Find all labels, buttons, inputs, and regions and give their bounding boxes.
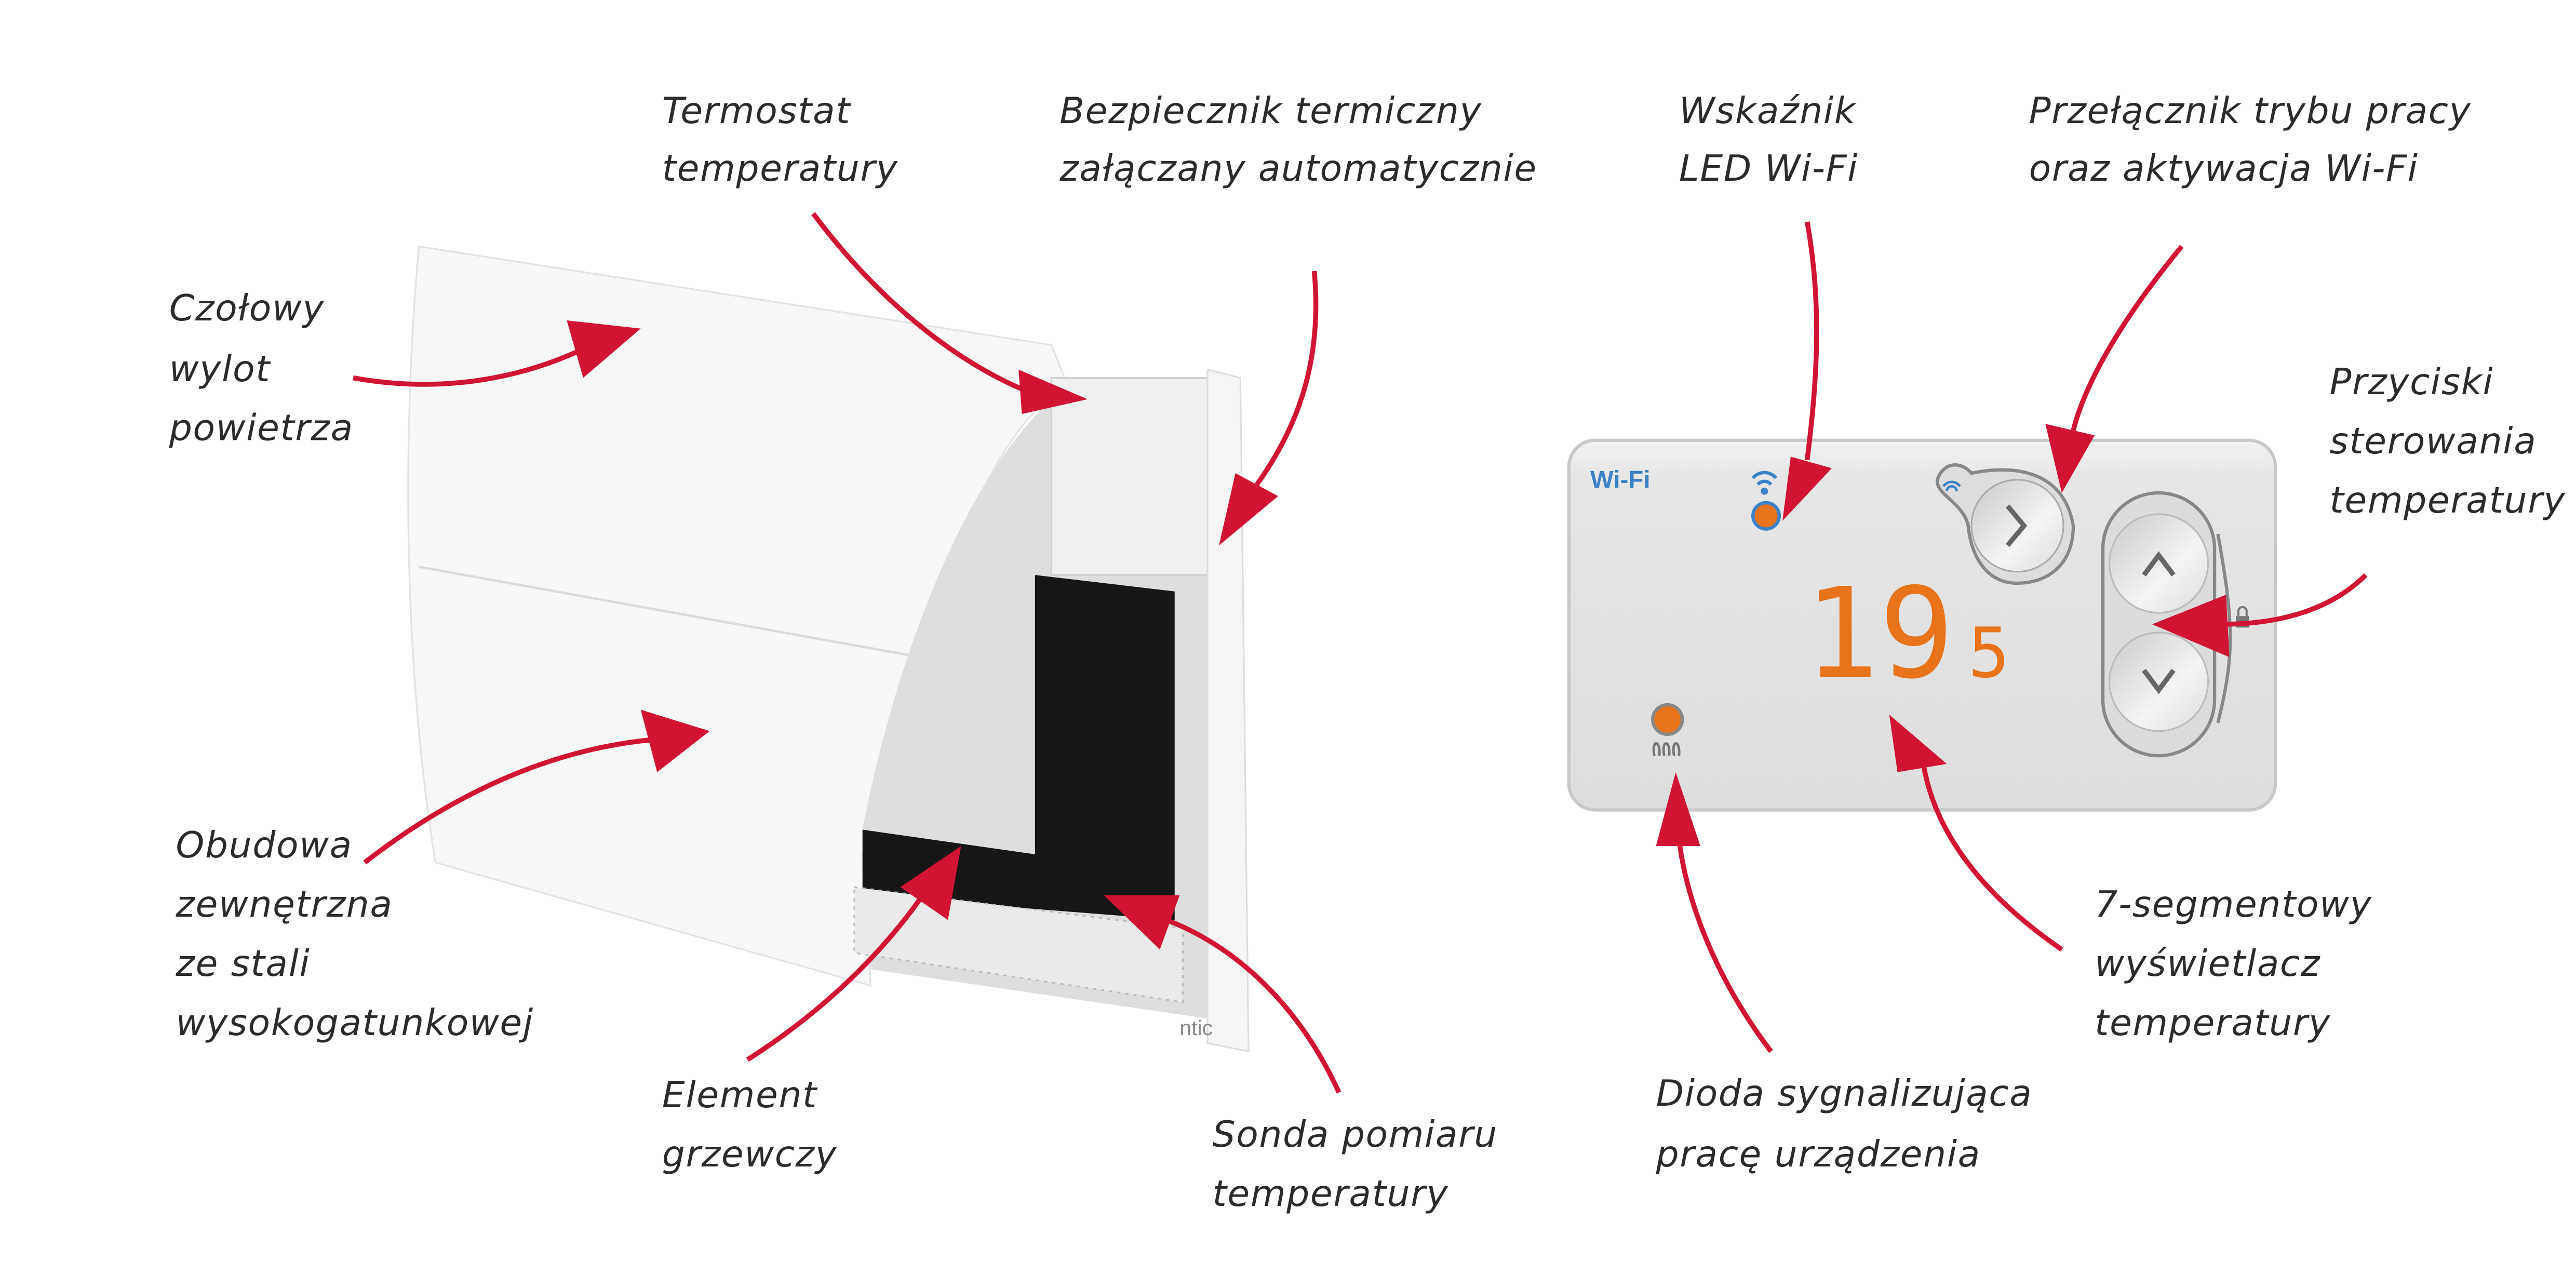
label-wylot-2: wylot	[169, 348, 271, 390]
panel-body	[1567, 438, 2277, 812]
arrowhead-bezpiecznik	[1219, 473, 1279, 546]
label-wskaznik-1: Wskaźnik	[1679, 90, 1857, 132]
mode-wifi-icon	[1942, 480, 1961, 492]
arrow-wylot	[353, 343, 593, 387]
arrow-element	[746, 886, 931, 1062]
arrowhead-obudowa	[640, 709, 710, 772]
wifi-label: Wi-Fi	[1590, 466, 1651, 493]
heater-panel-seam	[419, 565, 920, 659]
temperature-display-decimal: 5	[1968, 613, 2010, 693]
wifi-icon	[1751, 471, 1777, 495]
callout-arrows	[353, 212, 2368, 1094]
callout-labels: Termostat temperatury Bezpiecznik termic…	[169, 90, 2566, 1215]
arrowhead-termostat	[1018, 369, 1088, 414]
arrowhead-przelacznik	[2045, 424, 2095, 493]
chevron-up-icon	[2142, 551, 2176, 576]
arrow-wyswietlacz	[1920, 755, 2063, 952]
label-bezpiecznik-2: załączany automatycznie	[1059, 147, 1537, 190]
thermostat-box	[1050, 377, 1209, 576]
arrowhead-dioda	[1656, 772, 1700, 847]
label-wylot-3: powietrza	[169, 407, 354, 449]
arrowhead-wskaznik	[1782, 457, 1832, 521]
arrow-wskaznik	[1804, 221, 1819, 461]
control-panel: Wi-Fi 19 5	[1567, 438, 2277, 812]
label-obudowa-2: zewnętrzna	[175, 883, 393, 925]
label-sonda-2: temperatury	[1212, 1173, 1448, 1215]
heater-right-strip	[1206, 368, 1250, 1053]
label-wyswietlacz-3: temperatury	[2095, 1002, 2331, 1044]
arrow-termostat	[811, 212, 1036, 397]
label-bezpiecznik-1: Bezpiecznik termiczny	[1059, 90, 1482, 132]
temperature-display: 19	[1804, 561, 1954, 706]
mode-button[interactable]	[1970, 479, 2064, 573]
arrow-bezpiecznik	[1255, 271, 1319, 486]
label-przelacznik-2: oraz aktywacja Wi-Fi	[2029, 147, 2419, 190]
wifi-led	[1751, 501, 1781, 531]
label-wyswietlacz-2: wyświetlacz	[2095, 943, 2320, 985]
arrow-przyciski	[2221, 573, 2368, 627]
heater-fins	[853, 886, 1184, 1003]
arrow-dioda	[1676, 837, 1773, 1053]
label-przyciski-2: sterowania	[2330, 420, 2537, 462]
temp-down-button[interactable]	[2109, 632, 2209, 732]
arrowhead-sonda	[1104, 895, 1180, 950]
label-przyciski-3: temperatury	[2330, 479, 2566, 521]
lock-rail	[2216, 533, 2232, 723]
label-termostat-2: temperatury	[662, 147, 898, 190]
heating-led	[1651, 703, 1684, 736]
label-dioda-1: Dioda sygnalizująca	[1656, 1072, 2033, 1115]
temp-up-button[interactable]	[2109, 513, 2209, 614]
label-przyciski-1: Przyciski	[2330, 361, 2494, 403]
arrowhead-wylot	[567, 320, 641, 378]
chevron-right-icon	[2005, 504, 2028, 547]
label-termostat-1: Termostat	[662, 90, 851, 132]
chevron-down-icon	[2142, 668, 2176, 694]
label-wyswietlacz-1: 7-segmentowy	[2095, 883, 2372, 925]
arrowhead-przyciski	[2152, 595, 2230, 658]
label-wylot-1: Czołowy	[169, 287, 325, 329]
label-wskaznik-2: LED Wi-Fi	[1679, 147, 1858, 190]
arrowhead-element	[900, 846, 961, 920]
label-obudowa-1: Obudowa	[176, 824, 352, 866]
brand-logo-text: ntic	[1179, 1016, 1213, 1040]
label-obudowa-4: wysokogatunkowej	[176, 1002, 533, 1044]
arrow-obudowa	[363, 736, 658, 865]
label-obudowa-3: ze stali	[175, 943, 310, 985]
heater-front-panel	[407, 245, 1069, 987]
label-przelacznik-1: Przełącznik trybu pracy	[2029, 90, 2472, 132]
arrow-przelacznik	[2071, 245, 2184, 431]
heating-element	[862, 575, 1175, 920]
label-element-1: Element	[662, 1074, 818, 1116]
arrow-sonda	[1165, 917, 1341, 1094]
label-element-2: grzewczy	[662, 1133, 838, 1175]
label-sonda-1: Sonda pomiaru	[1212, 1113, 1498, 1156]
heating-icon	[1652, 742, 1681, 756]
arrowhead-wyswietlacz	[1889, 715, 1947, 772]
label-dioda-2: pracę urządzenia	[1656, 1133, 1981, 1175]
